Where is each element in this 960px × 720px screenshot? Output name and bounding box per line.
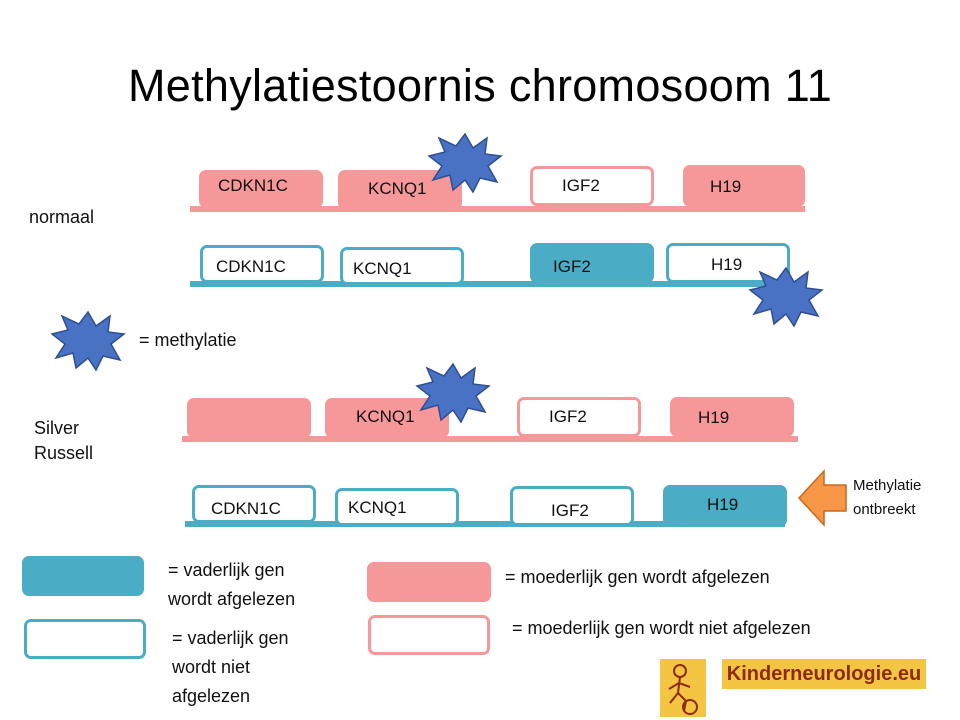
gene-label: H19: [711, 255, 743, 274]
star-burst-icon: [427, 132, 503, 194]
gene-box-igf2: IGF2: [517, 397, 641, 437]
label-silver: Silver: [34, 418, 80, 438]
gene-box-igf2: IGF2: [530, 166, 654, 206]
star-burst-icon: [415, 362, 491, 424]
gene-box-cdkn1c: [187, 398, 311, 438]
legend-swatch-maternal-read: [367, 562, 491, 602]
gene-label: H19: [698, 408, 730, 427]
page-title: Methylatiestoornis chromosoom 11: [127, 60, 833, 111]
legend-text-paternal-notread-2: wordt niet: [172, 657, 251, 677]
gene-box-kcnq1: KCNQ1: [340, 247, 464, 285]
gene-label: IGF2: [549, 407, 587, 426]
gene-label: CDKN1C: [218, 176, 288, 195]
gene-box-h19: H19: [683, 165, 805, 207]
gene-label: CDKN1C: [211, 499, 281, 518]
legend-swatch-paternal-notread: [24, 619, 146, 659]
gene-label: IGF2: [551, 501, 589, 520]
label-ontbreekt: ontbreekt: [853, 501, 916, 518]
label-methylatie: Methylatie: [853, 477, 922, 494]
legend-text-paternal-notread-1: = vaderlijk gen: [172, 628, 289, 648]
gene-box-h19: H19: [663, 485, 787, 527]
gene-box-cdkn1c: CDKN1C: [192, 485, 316, 523]
gene-box-kcnq1: KCNQ1: [335, 488, 459, 526]
gene-box-igf2: IGF2: [530, 243, 654, 283]
gene-label: H19: [707, 495, 739, 514]
gene-label: CDKN1C: [216, 257, 286, 276]
legend-text-maternal-notread: = moederlijk gen wordt niet afgelezen: [512, 618, 811, 638]
label-normaal: normaal: [29, 207, 95, 227]
star-burst-icon: [50, 310, 126, 372]
gene-box-cdkn1c: CDKN1C: [200, 245, 324, 283]
chromosome-line-normaal-paternal: [190, 281, 790, 287]
methylation-legend-label: = methylatie: [139, 330, 237, 350]
chromosome-line-sr-paternal: [185, 521, 785, 527]
legend-text-paternal-read-2: wordt afgelezen: [168, 589, 296, 609]
gene-box-h19: H19: [670, 397, 794, 437]
child-figure-icon: [660, 659, 706, 717]
legend-text-maternal-read: = moederlijk gen wordt afgelezen: [505, 567, 770, 587]
legend-text-paternal-notread-3: afgelezen: [172, 686, 251, 706]
star-burst-icon: [748, 266, 824, 328]
gene-box-igf2: IGF2: [510, 486, 634, 526]
gene-label: KCNQ1: [353, 259, 412, 278]
gene-label: KCNQ1: [348, 498, 407, 517]
gene-label: H19: [710, 177, 742, 196]
legend-text-paternal-read-1: = vaderlijk gen: [168, 560, 285, 580]
legend-swatch-paternal-read: [22, 556, 144, 596]
label-russell: Russell: [34, 443, 94, 463]
gene-box-cdkn1c: CDKN1C: [199, 170, 323, 208]
logo-text: Kinderneurologie.eu: [722, 659, 926, 689]
chromosome-line-sr-maternal: [182, 436, 798, 442]
chromosome-line-normaal-maternal: [190, 206, 805, 212]
gene-label: KCNQ1: [368, 179, 427, 198]
gene-label: KCNQ1: [356, 407, 415, 426]
left-arrow-icon: [797, 469, 847, 527]
gene-box-h19: H19: [666, 243, 790, 283]
legend-swatch-maternal-notread: [368, 615, 490, 655]
gene-label: IGF2: [553, 257, 591, 276]
gene-label: IGF2: [562, 176, 600, 195]
